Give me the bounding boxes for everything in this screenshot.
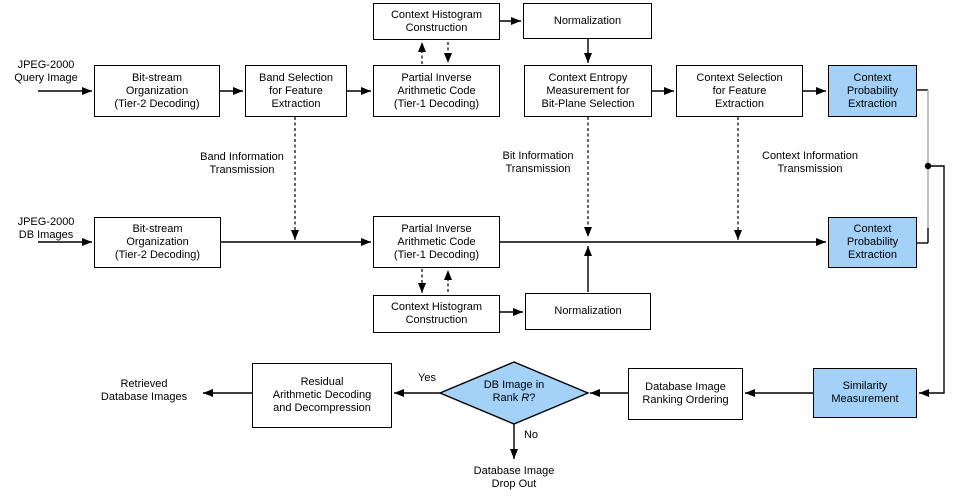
node-band-selection: Band Selection for Feature Extraction	[245, 65, 347, 117]
label-context-transmission: Context Information Transmission	[762, 150, 858, 175]
node-normalization-db: Normalization	[525, 293, 651, 330]
label-yes: Yes	[418, 372, 436, 384]
node-normalization-query: Normalization	[523, 3, 652, 39]
node-context-histogram-query: Context Histogram Construction	[373, 3, 500, 40]
node-context-histogram-db: Context Histogram Construction	[373, 295, 500, 333]
db-images-label: JPEG-2000 DB Images	[17, 216, 75, 241]
decision-diamond	[438, 361, 590, 425]
node-bitstream-organization-db: Bit-stream Organization (Tier-2 Decoding…	[94, 217, 221, 268]
node-partial-inverse-db: Partial Inverse Arithmetic Code (Tier-1 …	[373, 216, 500, 268]
label-retrieved-images: Retrieved Database Images	[100, 378, 188, 403]
decision-line1: DB Image in	[483, 379, 545, 391]
node-bitstream-organization-query: Bit-stream Organization (Tier-2 Decoding…	[94, 65, 220, 117]
label-no: No	[523, 429, 539, 441]
node-context-selection: Context Selection for Feature Extraction	[676, 65, 803, 117]
node-ranking-ordering: Database Image Ranking Ordering	[628, 368, 743, 420]
label-drop-out: Database Image Drop Out	[473, 465, 555, 490]
label-band-transmission: Band Information Transmission	[200, 151, 284, 176]
node-similarity-measurement: Similarity Measurement	[813, 368, 917, 418]
rank-variable: R	[521, 392, 530, 404]
query-image-label: JPEG-2000 Query Image	[14, 59, 78, 84]
node-residual-decoding: Residual Arithmetic Decoding and Decompr…	[252, 363, 392, 428]
node-partial-inverse-query: Partial Inverse Arithmetic Code (Tier-1 …	[373, 65, 500, 117]
node-context-probability-db: Context Probability Extraction	[828, 217, 917, 268]
label-bit-transmission: Bit Information Transmission	[502, 150, 574, 175]
node-context-entropy: Context Entropy Measurement for Bit-Plan…	[524, 65, 652, 117]
decision-line2: Rank R?	[492, 392, 536, 404]
decision-db-image-rank: DB Image in Rank R?	[450, 379, 578, 405]
node-context-probability-query: Context Probability Extraction	[828, 65, 917, 117]
